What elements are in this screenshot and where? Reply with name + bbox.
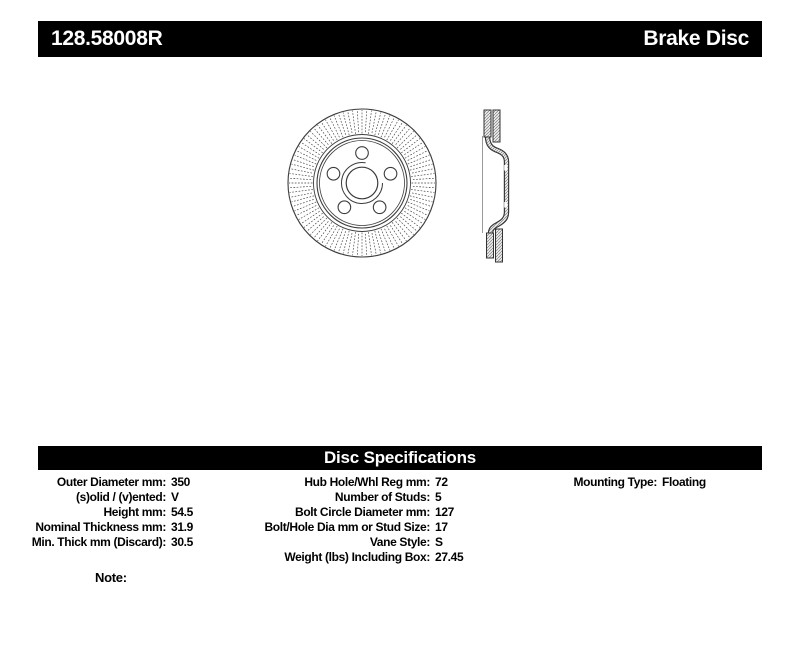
spec-value: S xyxy=(435,535,443,549)
spec-row-bolt-circle-diameter: Bolt Circle Diameter mm: 127 xyxy=(235,505,463,520)
spec-value: 17 xyxy=(435,520,448,534)
spec-label: Height mm: xyxy=(103,505,166,519)
spec-label: Bolt/Hole Dia mm or Stud Size: xyxy=(264,520,430,534)
header-bar: 128.58008R Brake Disc xyxy=(38,21,762,57)
spec-label: Weight (lbs) Including Box: xyxy=(284,550,430,564)
spec-value: V xyxy=(171,490,179,504)
product-type: Brake Disc xyxy=(643,27,749,50)
spec-value: 27.45 xyxy=(435,550,464,564)
spec-label: Hub Hole/Whl Reg mm: xyxy=(304,475,430,489)
spec-value: 54.5 xyxy=(171,505,193,519)
spec-column-middle: Hub Hole/Whl Reg mm: 72 Number of Studs:… xyxy=(235,475,463,565)
spec-value: 31.9 xyxy=(171,520,193,534)
spec-section-header: Disc Specifications xyxy=(38,446,762,470)
spec-label: Min. Thick mm (Discard): xyxy=(31,535,167,549)
spec-row-height: Height mm: 54.5 xyxy=(16,505,193,520)
spec-label: Number of Studs: xyxy=(334,490,430,504)
spec-row-outer-diameter: Outer Diameter mm: 350 xyxy=(16,475,193,490)
brake-disc-front-view-drawing xyxy=(287,108,437,258)
spec-row-weight: Weight (lbs) Including Box: 27.45 xyxy=(235,550,463,565)
spec-row-vane-style: Vane Style: S xyxy=(235,535,463,550)
spec-label: (s)olid / (v)ented: xyxy=(75,490,166,504)
spec-value: 30.5 xyxy=(171,535,193,549)
spec-column-left: Outer Diameter mm: 350 (s)olid / (v)ente… xyxy=(16,475,194,550)
part-number: 128.58008R xyxy=(51,27,163,50)
spec-label: Bolt Circle Diameter mm: xyxy=(295,505,430,519)
spec-value: 127 xyxy=(435,505,454,519)
spec-row-bolt-hole-dia: Bolt/Hole Dia mm or Stud Size: 17 xyxy=(235,520,463,535)
brake-disc-cross-section-drawing xyxy=(482,109,510,263)
spec-value: 350 xyxy=(171,475,190,489)
spec-section-title: Disc Specifications xyxy=(323,448,477,467)
spec-label: Nominal Thickness mm: xyxy=(35,520,166,534)
spec-row-number-of-studs: Number of Studs: 5 xyxy=(235,490,463,505)
spec-value: Floating xyxy=(662,475,706,489)
spec-row-mounting-type: Mounting Type: Floating xyxy=(507,475,706,490)
spec-label: Mounting Type: xyxy=(573,475,657,489)
spec-row-nominal-thickness: Nominal Thickness mm: 31.9 xyxy=(16,520,193,535)
spec-label: Vane Style: xyxy=(369,535,431,549)
spec-label: Outer Diameter mm: xyxy=(56,475,166,489)
spec-value: 72 xyxy=(435,475,448,489)
note-label: Note: xyxy=(95,570,127,585)
spec-row-solid-vented: (s)olid / (v)ented: V xyxy=(16,490,193,505)
spec-column-right: Mounting Type: Floating xyxy=(507,475,706,490)
spec-row-min-thick: Min. Thick mm (Discard): 30.5 xyxy=(16,535,194,550)
spec-value: 5 xyxy=(435,490,442,504)
spec-row-hub-hole: Hub Hole/Whl Reg mm: 72 xyxy=(235,475,463,490)
